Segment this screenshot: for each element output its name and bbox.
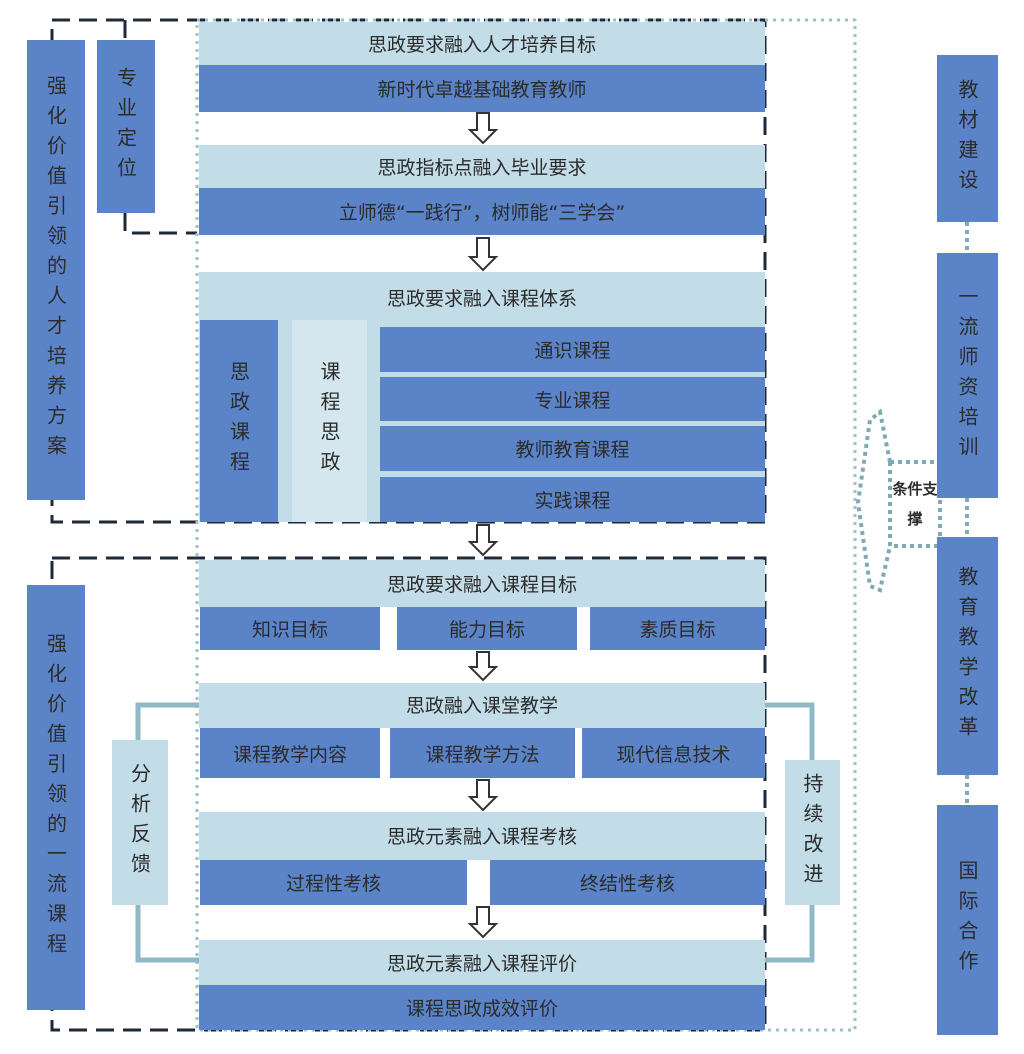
- dotted-frame: [195, 18, 857, 1032]
- row-assessment: 思政元素融入课程考核: [199, 812, 765, 860]
- course-item: 教师教育课程: [380, 426, 765, 471]
- goal-item: 能力目标: [397, 607, 577, 650]
- right-item: 教材建设: [937, 55, 998, 222]
- row-effect: 课程思政成效评价: [199, 985, 765, 1030]
- row-teacher: 新时代卓越基础教育教师: [199, 65, 765, 112]
- right-item: 教育教学改革: [937, 537, 998, 775]
- feedback-box: 分析反馈: [112, 740, 168, 905]
- row-course-goal: 思政要求融入课程目标: [199, 560, 765, 607]
- course-item: 通识课程: [380, 327, 765, 372]
- course-item: 实践课程: [380, 477, 765, 522]
- row-graduation: 思政指标点融入毕业要求: [199, 145, 765, 188]
- positioning-box: 专业定位: [97, 40, 155, 213]
- assess-item: 终结性考核: [490, 860, 765, 905]
- row-evaluation: 思政元素融入课程评价: [199, 940, 765, 985]
- left-label-courses: 强化价值引领的一流课程: [27, 585, 85, 1010]
- box-sz: 思政课程: [200, 320, 278, 522]
- right-item: 国际合作: [937, 805, 998, 1035]
- course-item: 专业课程: [380, 377, 765, 421]
- teach-item: 课程教学方法: [390, 728, 575, 778]
- left-label-talent-plan: 强化价值引领的人才培养方案: [27, 40, 85, 500]
- top-dashed-frame: [50, 18, 767, 524]
- goal-item: 素质目标: [590, 607, 765, 650]
- improve-box: 持续改进: [785, 760, 840, 905]
- support-label: 条件支撑: [892, 480, 938, 528]
- goal-item: 知识目标: [200, 607, 380, 650]
- box-kcsz: 课程思政: [292, 320, 367, 522]
- row-talent-goal: 思政要求融入人才培养目标: [199, 22, 765, 65]
- row-virtue: 立师德“一践行”，树师能“三学会”: [199, 188, 765, 235]
- assess-item: 过程性考核: [200, 860, 467, 905]
- row-teaching: 思政融入课堂教学: [199, 683, 765, 728]
- right-item: 一流师资培训: [937, 253, 998, 498]
- curriculum-title: 思政要求融入课程体系: [386, 288, 577, 310]
- teach-item: 现代信息技术: [582, 728, 765, 778]
- flow-arrows: [467, 112, 499, 939]
- teach-item: 课程教学内容: [200, 728, 380, 778]
